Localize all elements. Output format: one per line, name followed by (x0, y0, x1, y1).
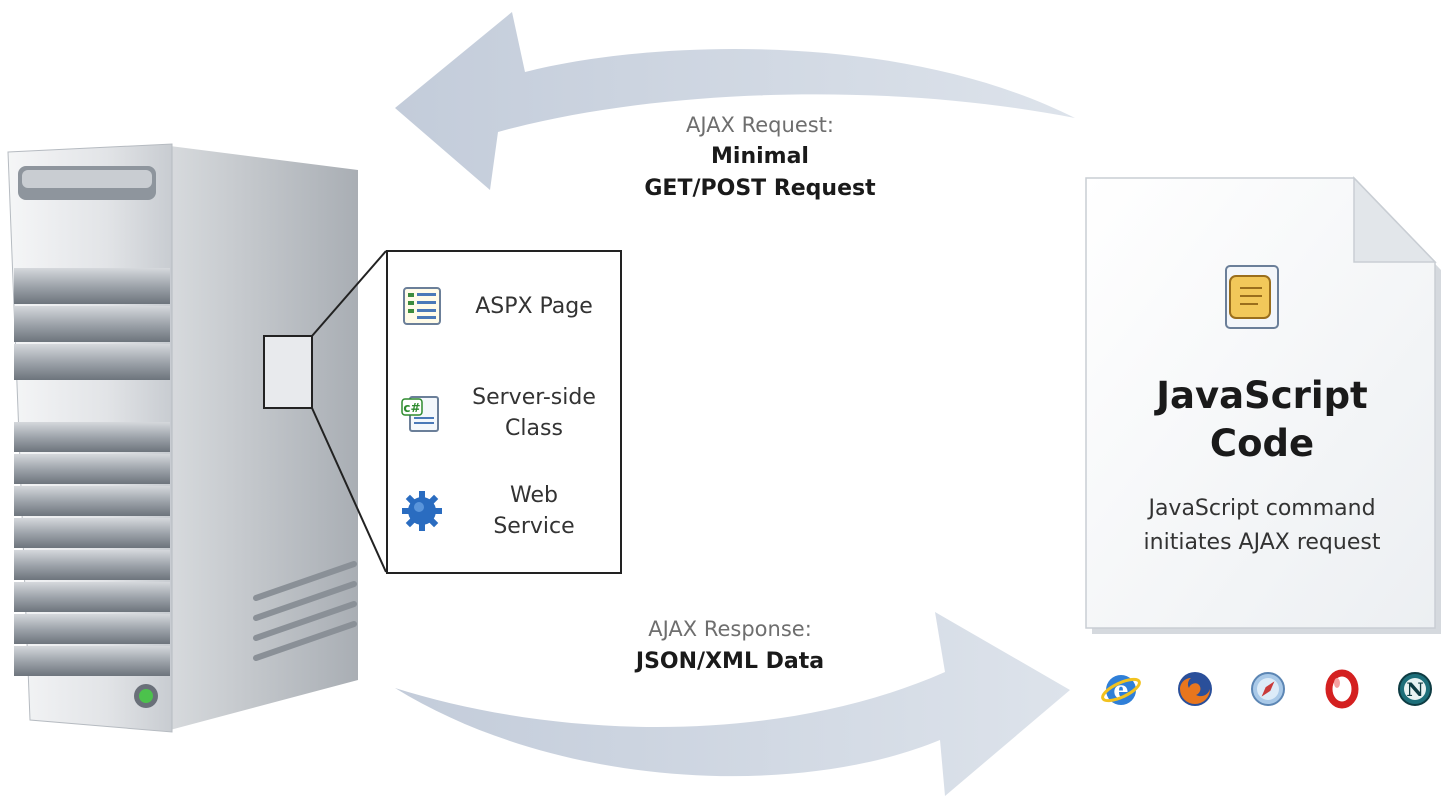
response-label-title: AJAX Response: (648, 617, 812, 641)
internet-explorer-icon: e (1101, 675, 1141, 705)
component-server-side-class: c# Server-side Class (388, 382, 624, 444)
aspx-page-label: ASPX Page (475, 293, 593, 319)
component-aspx-page: ASPX Page (388, 284, 624, 328)
client-title-line1: JavaScript (1156, 374, 1368, 417)
request-label-title: AJAX Request: (686, 113, 834, 137)
opera-icon (1325, 669, 1358, 709)
server-components-panel: ASPX Page c# Server-side Class (386, 250, 622, 574)
response-label-line1: JSON/XML Data (635, 649, 825, 674)
response-arrow (395, 612, 1070, 796)
component-web-service: Web Service (388, 480, 624, 542)
browser-icons-row: e N (1100, 664, 1436, 714)
javascript-document (1085, 176, 1441, 634)
request-arrow (395, 12, 1075, 190)
client-desc-line2: initiates AJAX request (1143, 530, 1381, 555)
client-title-line2: Code (1209, 422, 1315, 465)
request-label-line1: Minimal (711, 144, 809, 169)
aspx-page-icon (403, 287, 441, 325)
script-scroll-icon (1225, 265, 1279, 329)
client-title: JavaScript Code (1100, 372, 1424, 468)
svg-text:N: N (1406, 679, 1423, 701)
server-class-label-line1: Server-side (472, 385, 596, 410)
svg-text:c#: c# (403, 401, 420, 415)
web-service-label-line2: Service (493, 514, 575, 539)
client-desc-line1: JavaScript command (1148, 496, 1376, 521)
client-description: JavaScript command initiates AJAX reques… (1100, 492, 1424, 560)
csharp-class-icon: c# (401, 396, 439, 432)
server-tower-icon (7, 143, 358, 733)
server-class-label-line2: Class (505, 416, 563, 441)
web-service-label-line1: Web (510, 483, 558, 508)
firefox-icon (1177, 672, 1212, 706)
request-label-line2: GET/POST Request (644, 176, 876, 201)
netscape-icon: N (1398, 672, 1432, 706)
web-service-gear-icon (402, 491, 442, 531)
safari-icon (1251, 672, 1285, 706)
